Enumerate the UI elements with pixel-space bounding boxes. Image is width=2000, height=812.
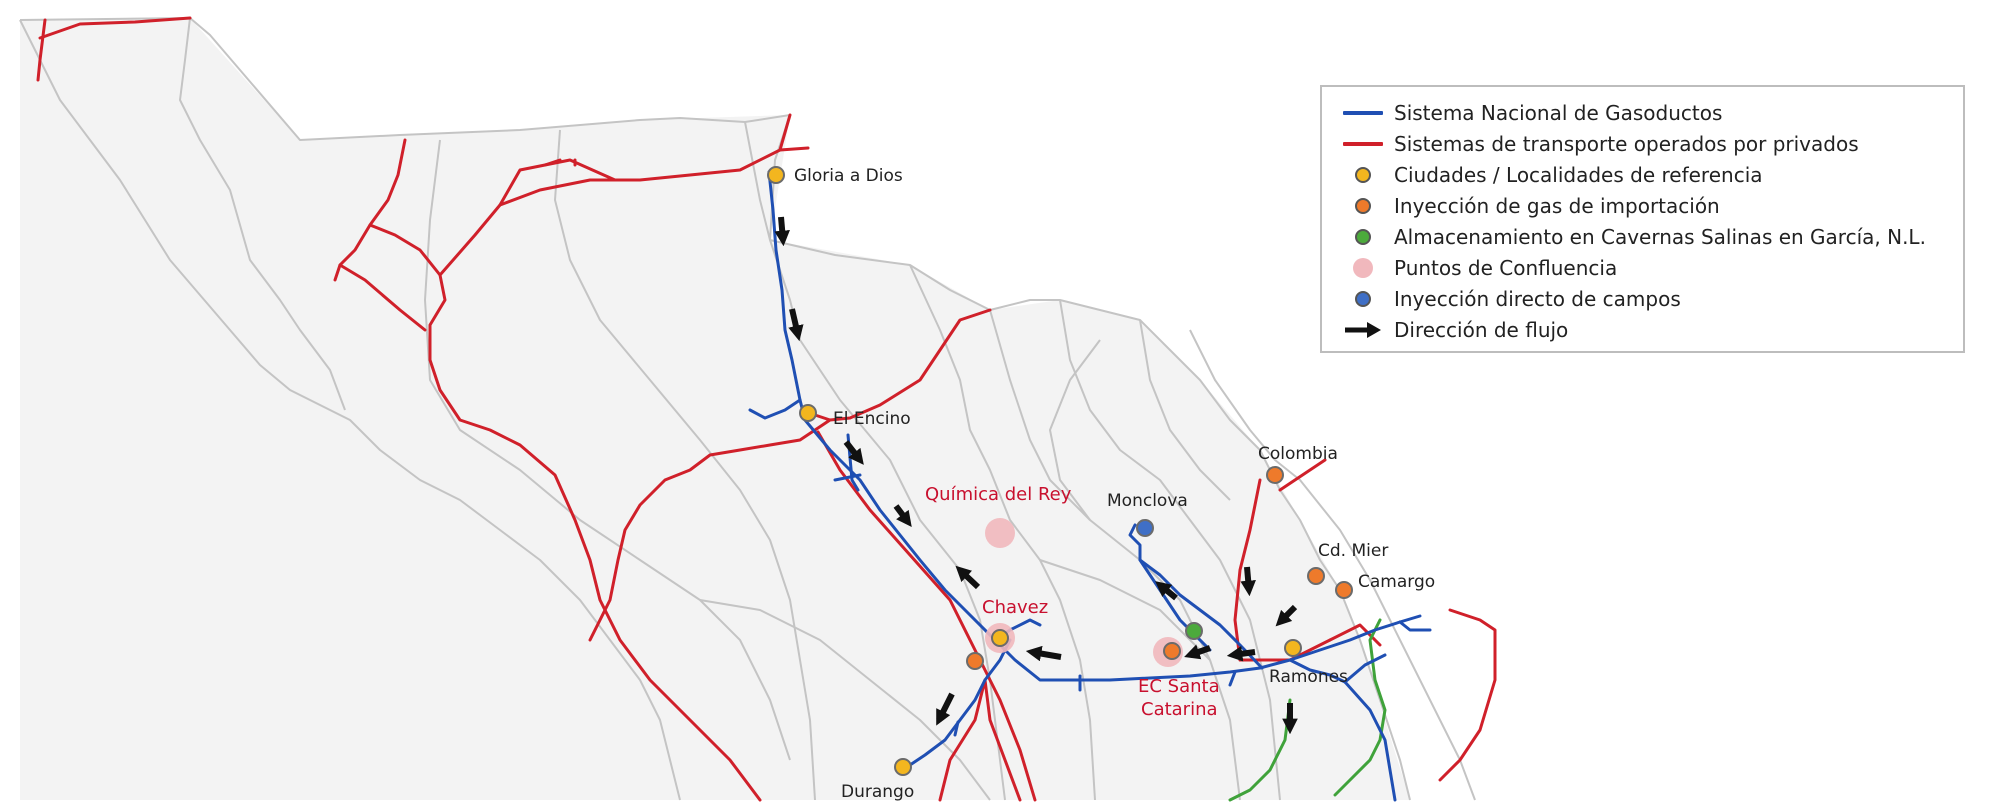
legend-item-storage: Almacenamiento en Cavernas Salinas en Ga… <box>1340 221 1947 252</box>
node-monclova <box>1136 519 1154 537</box>
label-monclova: Monclova <box>1107 491 1188 511</box>
arrow-right-icon-shape <box>1345 321 1381 338</box>
label-ec-santa-catarina-2: Catarina <box>1141 699 1218 720</box>
legend-label: Puntos de Confluencia <box>1394 255 1618 280</box>
map-legend: Sistema Nacional de Gasoductos Sistemas … <box>1320 85 1965 353</box>
green-dot-icon <box>1340 225 1386 249</box>
pink-dot-icon <box>1340 256 1386 280</box>
node-gloria-a-dios <box>767 166 785 184</box>
flow-arrow <box>955 565 981 590</box>
legend-item-field-injection: Inyección directo de campos <box>1340 283 1947 314</box>
label-durango: Durango <box>841 782 914 802</box>
flow-arrow <box>1275 604 1298 627</box>
flow-arrow <box>1240 566 1256 597</box>
node-ec-santa-catarina <box>1163 642 1181 660</box>
arrow-right-icon <box>1340 318 1386 342</box>
confluence-quimica-del-rey <box>985 518 1015 548</box>
node-chavez <box>991 629 1009 647</box>
blue-dot-icon <box>1340 287 1386 311</box>
legend-label: Almacenamiento en Cavernas Salinas en Ga… <box>1394 224 1926 249</box>
label-cd-mier: Cd. Mier <box>1318 541 1388 561</box>
yellow-dot-icon <box>1340 163 1386 187</box>
flow-arrows <box>774 216 1298 735</box>
node-durango <box>894 758 912 776</box>
node-storage-garcia <box>1185 622 1203 640</box>
legend-item-national-pipelines: Sistema Nacional de Gasoductos <box>1340 97 1947 128</box>
flow-arrow <box>893 504 912 527</box>
private-pipelines <box>36 16 1497 802</box>
flow-arrow <box>788 308 804 342</box>
legend-item-import-injection: Inyección de gas de importación <box>1340 190 1947 221</box>
state-borders <box>19 17 1476 801</box>
orange-dot-icon <box>1340 194 1386 218</box>
label-el-encino: El Encino <box>833 409 911 429</box>
label-quimica-del-rey: Química del Rey <box>925 484 1072 505</box>
legend-label: Ciudades / Localidades de referencia <box>1394 162 1763 187</box>
flow-arrow <box>1155 581 1178 601</box>
node-colombia <box>1266 466 1284 484</box>
label-ramones: Ramones <box>1269 667 1348 687</box>
label-chavez: Chavez <box>982 597 1048 618</box>
flow-arrow <box>1226 646 1256 662</box>
flow-arrow <box>936 692 955 726</box>
flow-arrow <box>843 440 864 465</box>
label-ec-santa-catarina-1: EC Santa <box>1138 676 1220 697</box>
node-cd-mier <box>1307 567 1325 585</box>
flow-arrow <box>1184 644 1211 660</box>
legend-item-cities: Ciudades / Localidades de referencia <box>1340 159 1947 190</box>
legend-label: Inyección de gas de importación <box>1394 193 1720 218</box>
node-camargo <box>1335 581 1353 599</box>
legend-item-private-pipelines: Sistemas de transporte operados por priv… <box>1340 128 1947 159</box>
node-import-southwest <box>966 652 984 670</box>
legend-item-flow-direction: Dirección de flujo <box>1340 314 1947 345</box>
legend-label: Sistemas de transporte operados por priv… <box>1394 131 1859 156</box>
blue-line-icon <box>1340 101 1386 125</box>
flow-arrow <box>774 216 790 247</box>
node-el-encino <box>799 404 817 422</box>
label-gloria-a-dios: Gloria a Dios <box>794 166 903 186</box>
legend-label: Inyección directo de campos <box>1394 286 1681 311</box>
red-line-icon <box>1340 132 1386 156</box>
node-ramones <box>1284 639 1302 657</box>
label-camargo: Camargo <box>1358 572 1435 592</box>
place-labels: Gloria a Dios El Encino Química del Rey … <box>794 166 1435 802</box>
legend-label: Sistema Nacional de Gasoductos <box>1394 100 1723 125</box>
label-colombia: Colombia <box>1258 444 1338 464</box>
legend-item-confluence: Puntos de Confluencia <box>1340 252 1947 283</box>
nodes <box>767 166 1353 776</box>
legend-label: Dirección de flujo <box>1394 317 1569 342</box>
flow-arrow <box>1025 645 1062 662</box>
